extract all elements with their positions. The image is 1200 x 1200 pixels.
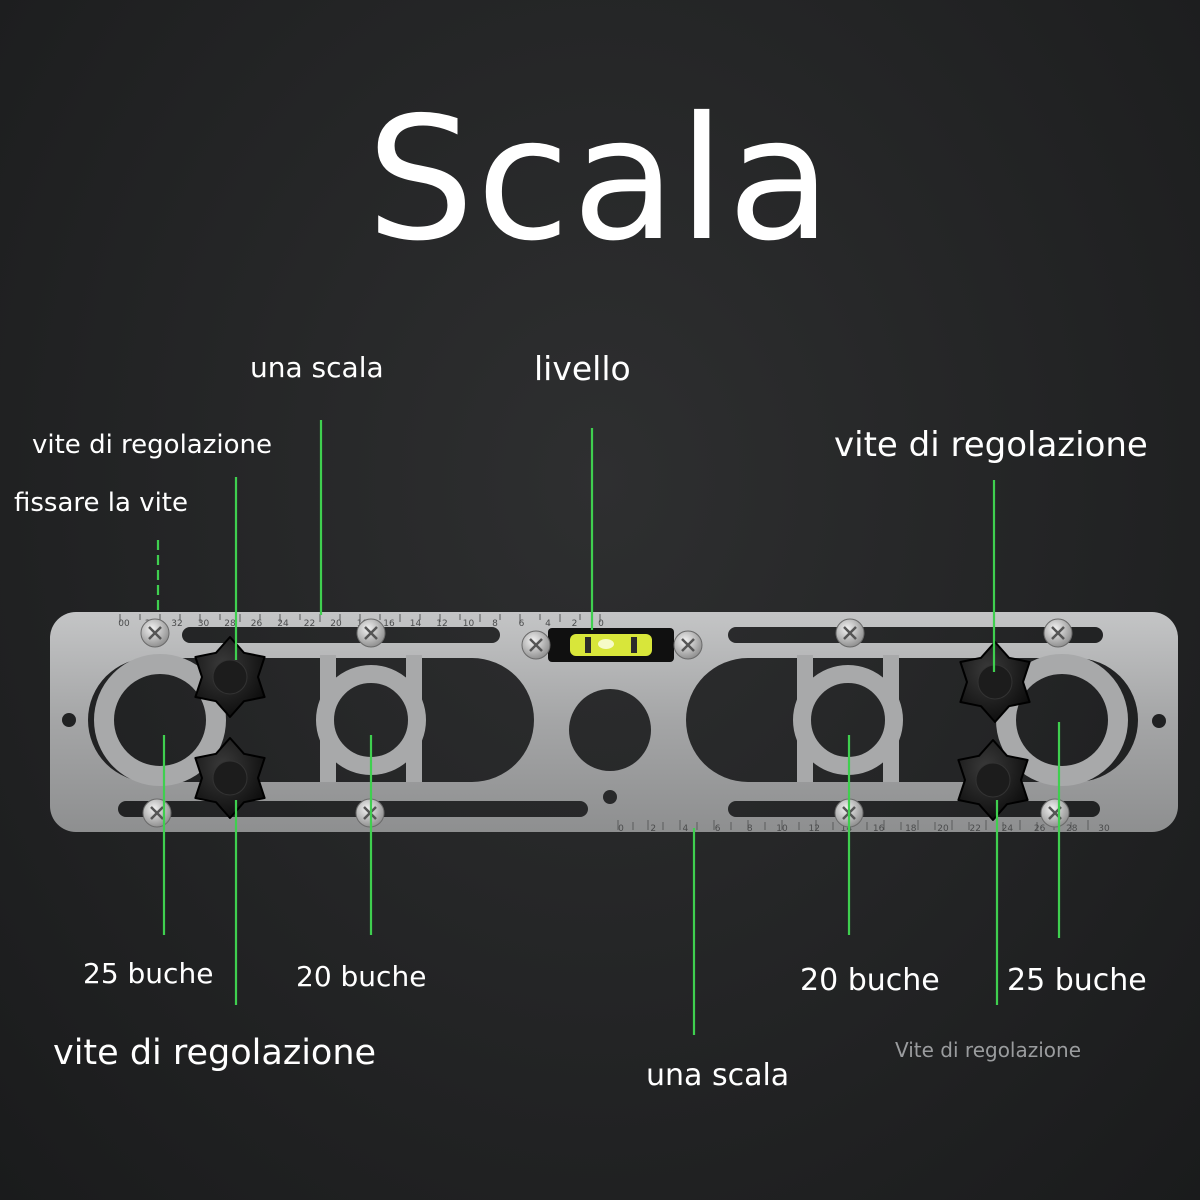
knob: [957, 739, 1029, 821]
scale-number: 18: [905, 824, 917, 834]
scale-number: 20: [937, 824, 949, 834]
label-25-buche-left: 25 buche: [83, 957, 214, 990]
spirit-level-icon: [548, 628, 674, 662]
scale-number: 0: [598, 619, 604, 629]
scale-number: 28: [224, 619, 236, 629]
screw: [140, 618, 170, 648]
scale-number: 4: [683, 824, 689, 834]
scale-number: 22: [304, 619, 315, 629]
scale-number: 6: [715, 824, 721, 834]
scale-number: 16: [873, 824, 885, 834]
knob: [959, 641, 1031, 723]
label-una-scala-bottom: una scala: [646, 1058, 790, 1093]
scale-number: 28: [1066, 824, 1078, 834]
scale-number: 16: [383, 619, 395, 629]
scale-number: 10: [776, 824, 788, 834]
screw: [521, 630, 551, 660]
scale-number: 2: [650, 824, 656, 834]
scale-number: 8: [492, 619, 498, 629]
screw: [673, 630, 703, 660]
label-fissare-la-vite: fissare la vite: [14, 488, 189, 518]
scale-number: 8: [747, 824, 753, 834]
scale-number: 20: [330, 619, 342, 629]
scale-number: 0: [618, 824, 624, 834]
scale-number: 26: [1034, 824, 1046, 834]
scale-number: 30: [1098, 824, 1110, 834]
scale-number: 24: [277, 619, 289, 629]
star-knob-icon: [194, 636, 1031, 821]
guide-rings: [94, 654, 1128, 786]
scale-number: 10: [463, 619, 475, 629]
scale-number: 00: [118, 619, 130, 629]
scale-number: 30: [198, 619, 210, 629]
label-vite-regolazione-bottom-left: vite di regolazione: [53, 1033, 377, 1073]
label-una-scala-top: una scala: [250, 351, 384, 384]
label-livello: livello: [534, 349, 631, 388]
knob: [194, 636, 266, 718]
scale-number: 12: [436, 619, 447, 629]
page-title: Scala: [366, 81, 834, 279]
scale-number: 4: [545, 619, 551, 629]
pointer-lines: [156, 420, 1061, 1035]
top-scale-ticks: [119, 614, 601, 622]
screw: [356, 618, 386, 648]
screw: [835, 618, 865, 648]
screw: [1040, 798, 1070, 828]
label-vite-regolazione-top-right: vite di regolazione: [834, 425, 1148, 465]
scale-number: 12: [808, 824, 819, 834]
label-25-buche-right: 25 buche: [1007, 963, 1147, 998]
scale-number: 32: [171, 619, 182, 629]
scale-number: 26: [251, 619, 263, 629]
scale-number: 14: [410, 619, 422, 629]
label-20-buche-right: 20 buche: [800, 963, 940, 998]
scale-number: 14: [841, 824, 853, 834]
screw: [142, 798, 172, 828]
label-vite-regolazione-bottom-right: Vite di regolazione: [895, 1038, 1082, 1062]
label-20-buche-left: 20 buche: [296, 960, 427, 993]
scale-number: 24: [1002, 824, 1014, 834]
knob: [194, 737, 266, 819]
scale-number: 22: [969, 824, 980, 834]
label-vite-regolazione-top-left: vite di regolazione: [32, 430, 272, 460]
scale-number: 6: [519, 619, 525, 629]
screw: [1043, 618, 1073, 648]
scale-number: 2: [572, 619, 578, 629]
